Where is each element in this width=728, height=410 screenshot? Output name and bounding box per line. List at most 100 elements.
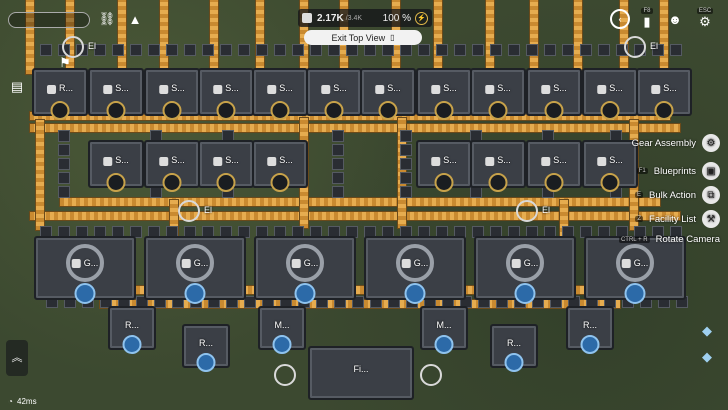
machine[interactable]: S... — [88, 140, 144, 192]
machine[interactable]: S... — [416, 68, 472, 120]
machine[interactable]: R... — [566, 306, 614, 354]
storage-slot — [400, 158, 412, 170]
product-icon — [106, 101, 126, 120]
blueprints-button[interactable]: F1 Blueprints ▣ — [636, 162, 720, 180]
map-marker-icon[interactable]: ⚑ — [59, 55, 71, 70]
machine[interactable]: S... — [306, 68, 362, 120]
machine-label-text: S... — [553, 83, 567, 94]
storage-slot — [400, 44, 412, 56]
blueprints-icon: ▣ — [702, 162, 720, 180]
storage-slot — [202, 44, 214, 56]
machine[interactable]: S... — [88, 68, 144, 120]
blueprints-key: F1 — [636, 168, 648, 174]
machine-icon — [401, 259, 411, 269]
conveyor-belt — [160, 0, 168, 74]
storage-slot — [274, 44, 286, 56]
gear-machine[interactable]: G... — [474, 236, 576, 304]
machine-icon — [103, 156, 113, 166]
machine[interactable]: S... — [470, 68, 526, 120]
gear-icon — [286, 244, 324, 283]
storage-slot — [400, 186, 412, 198]
storage-slot — [130, 226, 142, 238]
machine[interactable]: M... — [258, 306, 306, 354]
machine-label: R... — [506, 337, 522, 348]
gear-machine[interactable]: G... — [584, 236, 686, 304]
machine[interactable]: S... — [416, 140, 472, 192]
product-icon — [514, 283, 536, 304]
search-field[interactable] — [8, 12, 90, 28]
expand-panel-button[interactable]: ︽ — [6, 340, 28, 376]
machine[interactable]: S... — [470, 140, 526, 192]
storage-slot — [400, 172, 412, 184]
machine-label-text: S... — [663, 83, 677, 94]
machine[interactable]: S... — [252, 140, 308, 192]
machine[interactable]: S... — [252, 68, 308, 120]
machine[interactable]: S... — [582, 140, 638, 192]
rotate-camera-label: Rotate Camera — [655, 234, 720, 245]
network-icon[interactable]: ⛓ — [98, 11, 116, 26]
machine[interactable]: S... — [144, 68, 200, 120]
storage-slot — [328, 44, 340, 56]
rotate-camera-button[interactable]: CTRL + R Rotate Camera — [618, 234, 720, 245]
machine[interactable]: S... — [360, 68, 416, 120]
machine-label: R... — [582, 319, 598, 330]
machine[interactable]: S... — [144, 140, 200, 192]
product-icon — [196, 353, 216, 372]
machine[interactable]: R... — [490, 324, 538, 372]
electric-relay[interactable]: El — [516, 200, 550, 222]
bulk-action-button[interactable]: E Bulk Action ⧉ — [634, 186, 720, 204]
clipboard-icon[interactable]: ▤ — [10, 79, 24, 94]
character-icon[interactable]: ☻ — [668, 11, 682, 27]
gear-machine[interactable]: G... — [254, 236, 356, 304]
gear-assembly-icon: ⚙ — [702, 134, 720, 152]
exit-top-view-button[interactable]: Exit Top View ▯ — [304, 30, 422, 45]
machine-icon — [291, 259, 301, 269]
electric-relay[interactable]: El — [178, 200, 212, 222]
machine[interactable]: S... — [526, 140, 582, 192]
q-tool-icon[interactable]: ◆ — [702, 323, 712, 338]
mouse-icon: ▯ — [390, 33, 395, 42]
back-icon[interactable]: ‹ — [609, 8, 631, 30]
machine-label: G... — [401, 258, 429, 269]
machine-icon — [213, 84, 223, 94]
facility-machine[interactable]: Fi... — [308, 346, 414, 400]
gear-assembly-button[interactable]: Gear Assembly ⚙ — [632, 134, 720, 152]
machine[interactable]: S... — [636, 68, 692, 120]
electric-relay[interactable]: El — [62, 36, 96, 58]
machine-label: S... — [541, 155, 567, 166]
gear-machine[interactable]: G... — [34, 236, 136, 304]
product-icon — [504, 353, 524, 372]
electric-relay[interactable] — [274, 364, 296, 386]
q-tool-2-icon[interactable]: ◆ — [702, 349, 712, 364]
electric-relay[interactable]: El — [624, 36, 658, 58]
product-icon — [434, 173, 454, 192]
machine[interactable]: R... — [182, 324, 230, 372]
power-percent: 100 % — [382, 12, 411, 24]
product-icon — [488, 101, 508, 120]
gear-machine[interactable]: G... — [364, 236, 466, 304]
machine[interactable]: S... — [526, 68, 582, 120]
latency-text: 42ms — [17, 397, 37, 406]
product-icon — [624, 283, 646, 304]
machine[interactable]: S... — [582, 68, 638, 120]
gear-machine[interactable]: G... — [144, 236, 246, 304]
inventory-icon[interactable]: F8▮ — [641, 8, 653, 29]
machine[interactable]: S... — [198, 68, 254, 120]
electric-relay[interactable] — [420, 364, 442, 386]
settings-icon[interactable]: ESC⚙ — [696, 8, 714, 29]
machine-label-text: S... — [115, 83, 129, 94]
machine[interactable]: M... — [420, 306, 468, 354]
storage-slot — [598, 44, 610, 56]
machine-label-text: S... — [225, 155, 239, 166]
machine-label-text: G... — [413, 258, 429, 269]
rocket-icon[interactable]: ▲ — [128, 11, 142, 27]
facility-list-button[interactable]: Z Facility List ⚒ — [635, 210, 720, 228]
machine[interactable]: S... — [198, 140, 254, 192]
machine-label-text: S... — [609, 155, 623, 166]
conveyor-belt — [36, 120, 44, 230]
storage-slot — [652, 44, 664, 56]
machine[interactable]: R... — [108, 306, 156, 354]
machine[interactable]: R... — [32, 68, 88, 120]
storage-slot — [292, 44, 304, 56]
